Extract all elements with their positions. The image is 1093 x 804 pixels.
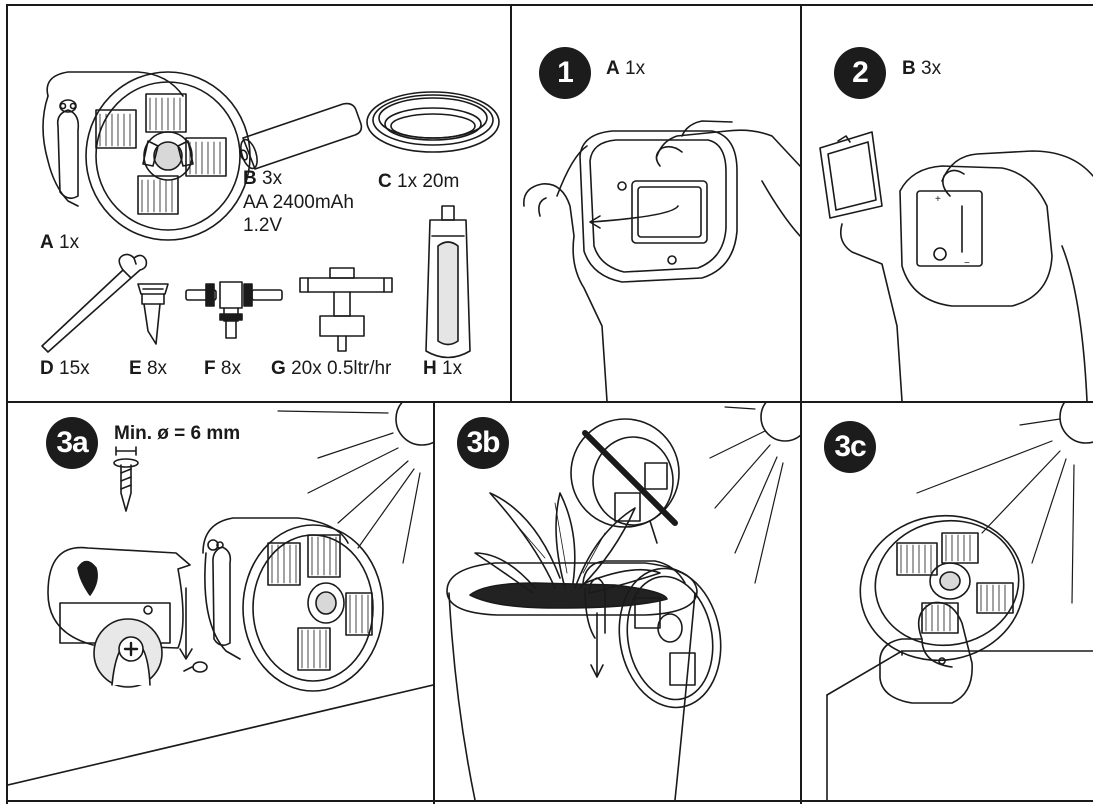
connector-icon [138, 284, 168, 344]
step-1-caption: A 1x [606, 58, 646, 79]
frame-top [6, 4, 1093, 6]
part-h-label: H 1x [423, 358, 463, 379]
tube-coil-icon [367, 92, 499, 152]
part-b-label: B 3x [243, 168, 283, 189]
part-b-spec-voltage: 1.2V [243, 215, 283, 236]
t-piece-icon [186, 282, 282, 338]
step-3c-badge: 3c [824, 421, 876, 473]
ground-stake-icon [42, 254, 146, 352]
frame-bottom [6, 800, 1093, 802]
plant-icon [475, 493, 660, 593]
step-3a-note: Min. ø = 6 mm [114, 423, 241, 444]
tool-icon [426, 206, 470, 358]
step-3c-panel: 3c [802, 403, 1093, 800]
battery-plus-mark: + [935, 194, 941, 205]
part-c-label: C 1x 20m [378, 171, 460, 192]
sun-icon [710, 403, 800, 583]
sun-icon [278, 403, 433, 563]
step-3a-badge: 3a [46, 417, 98, 469]
sun-icon [917, 403, 1093, 603]
divider-vertical-3 [433, 402, 435, 804]
battery-minus-mark: − [964, 258, 970, 269]
part-g-label: G 20x 0.5ltr/hr [271, 358, 392, 379]
part-d-label: D 15x [40, 358, 90, 379]
divider-vertical-2 [800, 4, 802, 804]
part-e-label: E 8x [129, 358, 168, 379]
screw-icon [114, 447, 138, 511]
part-a-label: A 1x [40, 232, 80, 253]
step-2-caption: B 3x [902, 58, 942, 79]
dripper-icon [300, 268, 392, 351]
parts-panel: A 1x B 3x AA 2400mAh 1.2V C 1x 20m D 15x… [8, 6, 510, 401]
battery-icon [238, 104, 362, 171]
step-1-panel: 1 A 1x [512, 6, 800, 401]
part-f-label: F 8x [204, 358, 241, 379]
step-3a-panel: 3a Min. ø = 6 mm [8, 403, 433, 800]
part-b-spec-capacity: AA 2400mAh [243, 192, 354, 213]
solar-panel-icon [43, 72, 250, 240]
step-2-panel: + − 2 B 3x [802, 6, 1093, 401]
arrow-icon [590, 206, 678, 228]
frame-left [6, 4, 8, 804]
divider-horizontal [6, 401, 1093, 403]
step-2-badge: 2 [834, 47, 886, 99]
divider-vertical-1 [510, 4, 512, 402]
step-3b-badge: 3b [457, 417, 509, 469]
step-1-badge: 1 [539, 47, 591, 99]
step-3b-panel: 3b [435, 403, 800, 800]
